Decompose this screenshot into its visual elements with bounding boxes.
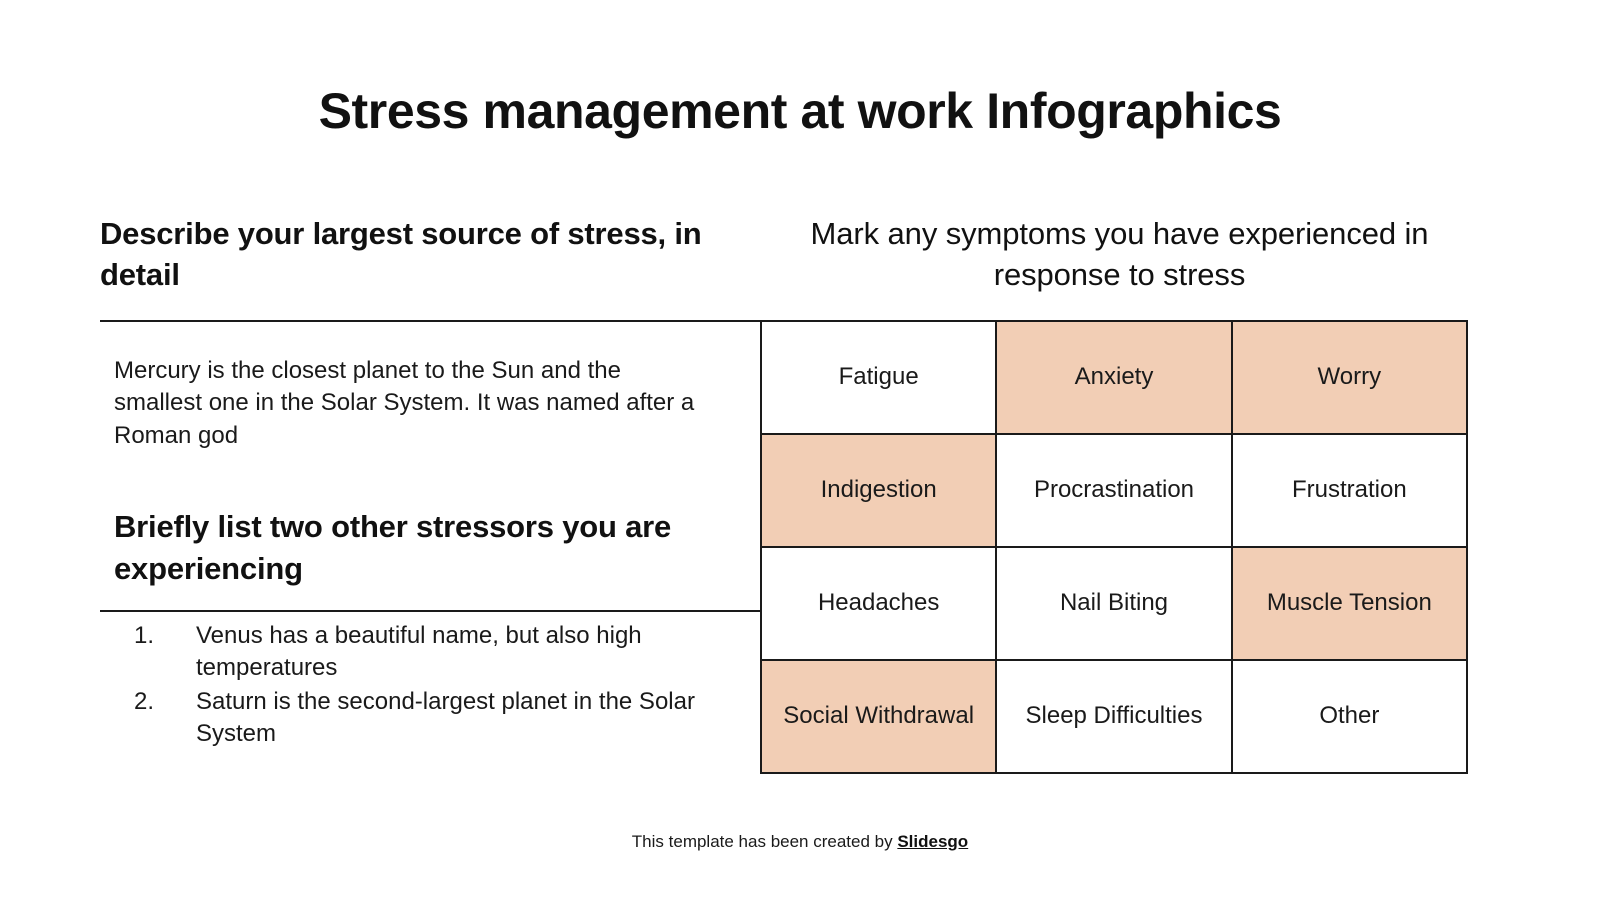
stressor-list: 1. Venus has a beautiful name, but also h… <box>120 620 730 752</box>
slidesgo-link[interactable]: Slidesgo <box>897 832 969 851</box>
symptom-cell[interactable]: Worry <box>1230 320 1469 435</box>
divider-top <box>100 320 762 322</box>
symptom-cell[interactable]: Muscle Tension <box>1230 546 1469 661</box>
footer-credit: This template has been created by Slides… <box>0 832 1600 852</box>
list-item: 1. Venus has a beautiful name, but also h… <box>120 620 730 684</box>
page-title: Stress management at work Infographics <box>318 83 1282 139</box>
symptom-cell[interactable]: Anxiety <box>995 320 1233 435</box>
left-panel: Describe your largest source of stress, … <box>100 214 760 296</box>
symptom-cell[interactable]: Indigestion <box>759 433 998 548</box>
symptom-cell[interactable]: Other <box>1230 659 1469 774</box>
symptom-cell[interactable]: Nail Biting <box>995 546 1233 661</box>
symptom-cell[interactable]: Headaches <box>759 546 998 661</box>
divider-middle <box>100 610 762 612</box>
list-item: 2. Saturn is the second-largest planet in… <box>120 686 730 750</box>
symptom-cell[interactable]: Frustration <box>1230 433 1469 548</box>
stress-description-text: Mercury is the closest planet to the Sun… <box>114 357 695 449</box>
left-panel-heading: Describe your largest source of stress, … <box>100 216 702 292</box>
stressors-heading: Briefly list two other stressors you are… <box>114 509 672 586</box>
list-item-number: 1. <box>134 622 155 649</box>
symptom-cell[interactable]: Fatigue <box>759 320 998 435</box>
list-item-number: 2. <box>134 687 155 715</box>
right-panel-heading: Mark any symptoms you have experienced i… <box>810 216 1429 292</box>
symptom-cell[interactable]: Procrastination <box>995 433 1233 548</box>
list-item-text: Venus has a beautiful name, but also hig… <box>196 622 642 681</box>
symptom-cell[interactable]: Sleep Difficulties <box>995 659 1233 774</box>
list-item-text: Saturn is the second-largest planet in t… <box>196 687 695 747</box>
footer-prefix: This template has been created by <box>631 832 898 851</box>
symptom-cell[interactable]: Social Withdrawal <box>759 659 998 774</box>
